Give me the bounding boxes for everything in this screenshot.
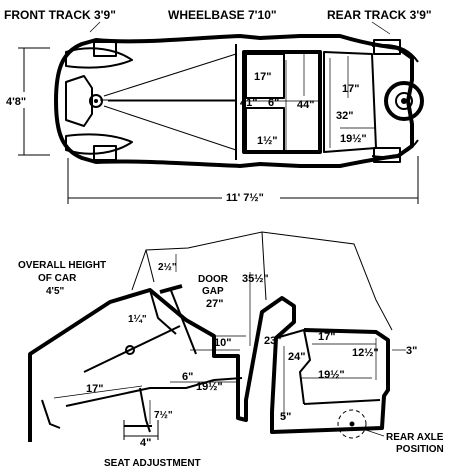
length-label-bg (222, 188, 280, 204)
rear-axle-circle (337, 409, 367, 439)
side-dim-17-top: 17" (318, 331, 335, 343)
side-dim-1-25: 1¼" (128, 314, 147, 325)
hood-frame-mid (261, 231, 267, 301)
side-view: OVERALL HEIGHT OF CAR 4'5" (18, 231, 444, 469)
side-dim-7-5: 7½" (154, 410, 173, 421)
rear-axle-label: REAR AXLE (386, 432, 444, 443)
plan-dim-44: 44" (297, 99, 314, 111)
pedal (41, 399, 61, 429)
bonnet-line-bottom (103, 105, 237, 151)
door-gap-value: 27" (206, 298, 223, 310)
spare-wheel (384, 81, 424, 121)
seat-left (245, 53, 285, 99)
front-badge (89, 94, 103, 108)
side-dim-12-5: 12½" (352, 347, 379, 359)
plan-dim-6: 6" (268, 97, 279, 109)
overall-height-sub: OF CAR (38, 273, 77, 284)
dim-17-floor-line (53, 385, 143, 399)
spare-wheel-centre (401, 98, 407, 104)
side-dim-4: 4" (140, 437, 151, 449)
side-dim-5: 5" (280, 411, 291, 423)
door-gap-label-2: GAP (202, 286, 224, 297)
plan-dim-17-left: 17" (254, 71, 271, 83)
steering-box (125, 345, 135, 355)
rear-right-wing (371, 139, 419, 158)
length-dimension-label: 11' 7½" (226, 192, 264, 204)
door-gap-label: DOOR (198, 274, 229, 285)
plan-dim-19-5: 19½" (340, 133, 367, 145)
dash-panel (149, 289, 177, 335)
front-track-leader (89, 21, 101, 33)
wheelbase-label: WHEELBASE 7'10" (168, 8, 277, 22)
rear-track-leader (371, 21, 391, 35)
plan-dim-1-5: 1½" (257, 135, 278, 147)
side-dim-35-5: 35½" (242, 273, 269, 285)
plan-dim-41: 41" (240, 97, 257, 109)
overall-height-label: OVERALL HEIGHT (18, 260, 106, 271)
plan-dim-17-right: 17" (342, 83, 359, 95)
side-dim-10: 10" (214, 337, 231, 349)
side-dim-23: 23" (264, 335, 281, 347)
bonnet-line-top (103, 53, 237, 97)
front-right-wing (65, 133, 133, 155)
radiator-grille (65, 75, 93, 127)
side-dim-19-5-mid: 19½" (196, 381, 223, 393)
spare-wheel-hub (395, 92, 413, 110)
rear-axle-leader (365, 429, 385, 437)
seat-right (245, 107, 285, 153)
plan-dim-32: 32" (336, 110, 353, 122)
seat-front-edge (139, 387, 151, 433)
side-dim-6: 6" (182, 371, 193, 383)
rear-axle-sub: POSITION (396, 444, 444, 455)
rear-seat-squab (275, 329, 311, 405)
floor-line (65, 377, 243, 407)
seat-adjustment-label: SEAT ADJUSTMENT (104, 458, 201, 469)
front-right-wheel (93, 145, 117, 161)
overall-height-value: 4'5" (46, 286, 65, 297)
rear-left-wing (371, 44, 419, 63)
car-body-side-outline (28, 288, 390, 442)
side-dim-3: 3" (406, 345, 417, 357)
front-left-wheel (93, 41, 117, 57)
car-body-plan-outline (54, 34, 414, 168)
front-track-label: FRONT TRACK 3'9" (4, 8, 116, 22)
rear-axle-centre (349, 421, 355, 427)
width-label-bg (6, 92, 32, 108)
rear-track-label: REAR TRACK 3'9" (327, 8, 432, 22)
front-left-wing (65, 47, 133, 69)
cockpit-opening (242, 50, 322, 154)
width-dimension-label: 4'8" (6, 96, 26, 108)
plan-view: FRONT TRACK 3'9" WHEELBASE 7'10" REAR TR… (4, 8, 432, 204)
hood-frame-front (145, 249, 155, 283)
side-dim-2-5: 2½" (158, 262, 177, 273)
front-badge-center (94, 99, 98, 103)
side-dim-17-floor: 17" (86, 383, 103, 395)
side-dim-24: 24" (288, 351, 305, 363)
rear-seat-base (303, 399, 381, 405)
side-dim-19-5-right: 19½" (318, 369, 345, 381)
steering-wheel (159, 284, 183, 294)
drive-line (83, 325, 181, 373)
steering-column (169, 287, 197, 355)
